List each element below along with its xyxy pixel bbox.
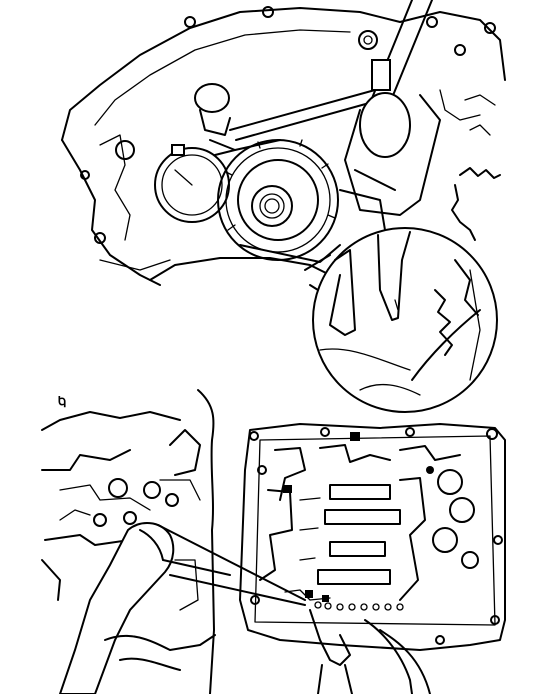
check-ball-row: [314, 601, 404, 611]
housing-bolt-holes: [80, 6, 496, 244]
magnetic-base-right: [339, 59, 441, 231]
detail-magnifier-circle: [312, 227, 498, 413]
dial-gauge-icon: [154, 144, 236, 223]
figure-corner-label: Ⴉ: [58, 395, 66, 410]
valve-body-plate: [239, 423, 506, 651]
indicator-support-arm: [209, 89, 381, 151]
side-gear-right: [439, 89, 501, 241]
probe-tool-right: [309, 609, 431, 695]
bottom-panel-valve-body: [41, 389, 506, 695]
magnetic-holder-left: [194, 83, 231, 136]
gear-assembly: [217, 139, 339, 261]
plate-bolt-holes: [249, 427, 503, 645]
top-panel-housing-with-dial-gauge: [61, 0, 506, 413]
